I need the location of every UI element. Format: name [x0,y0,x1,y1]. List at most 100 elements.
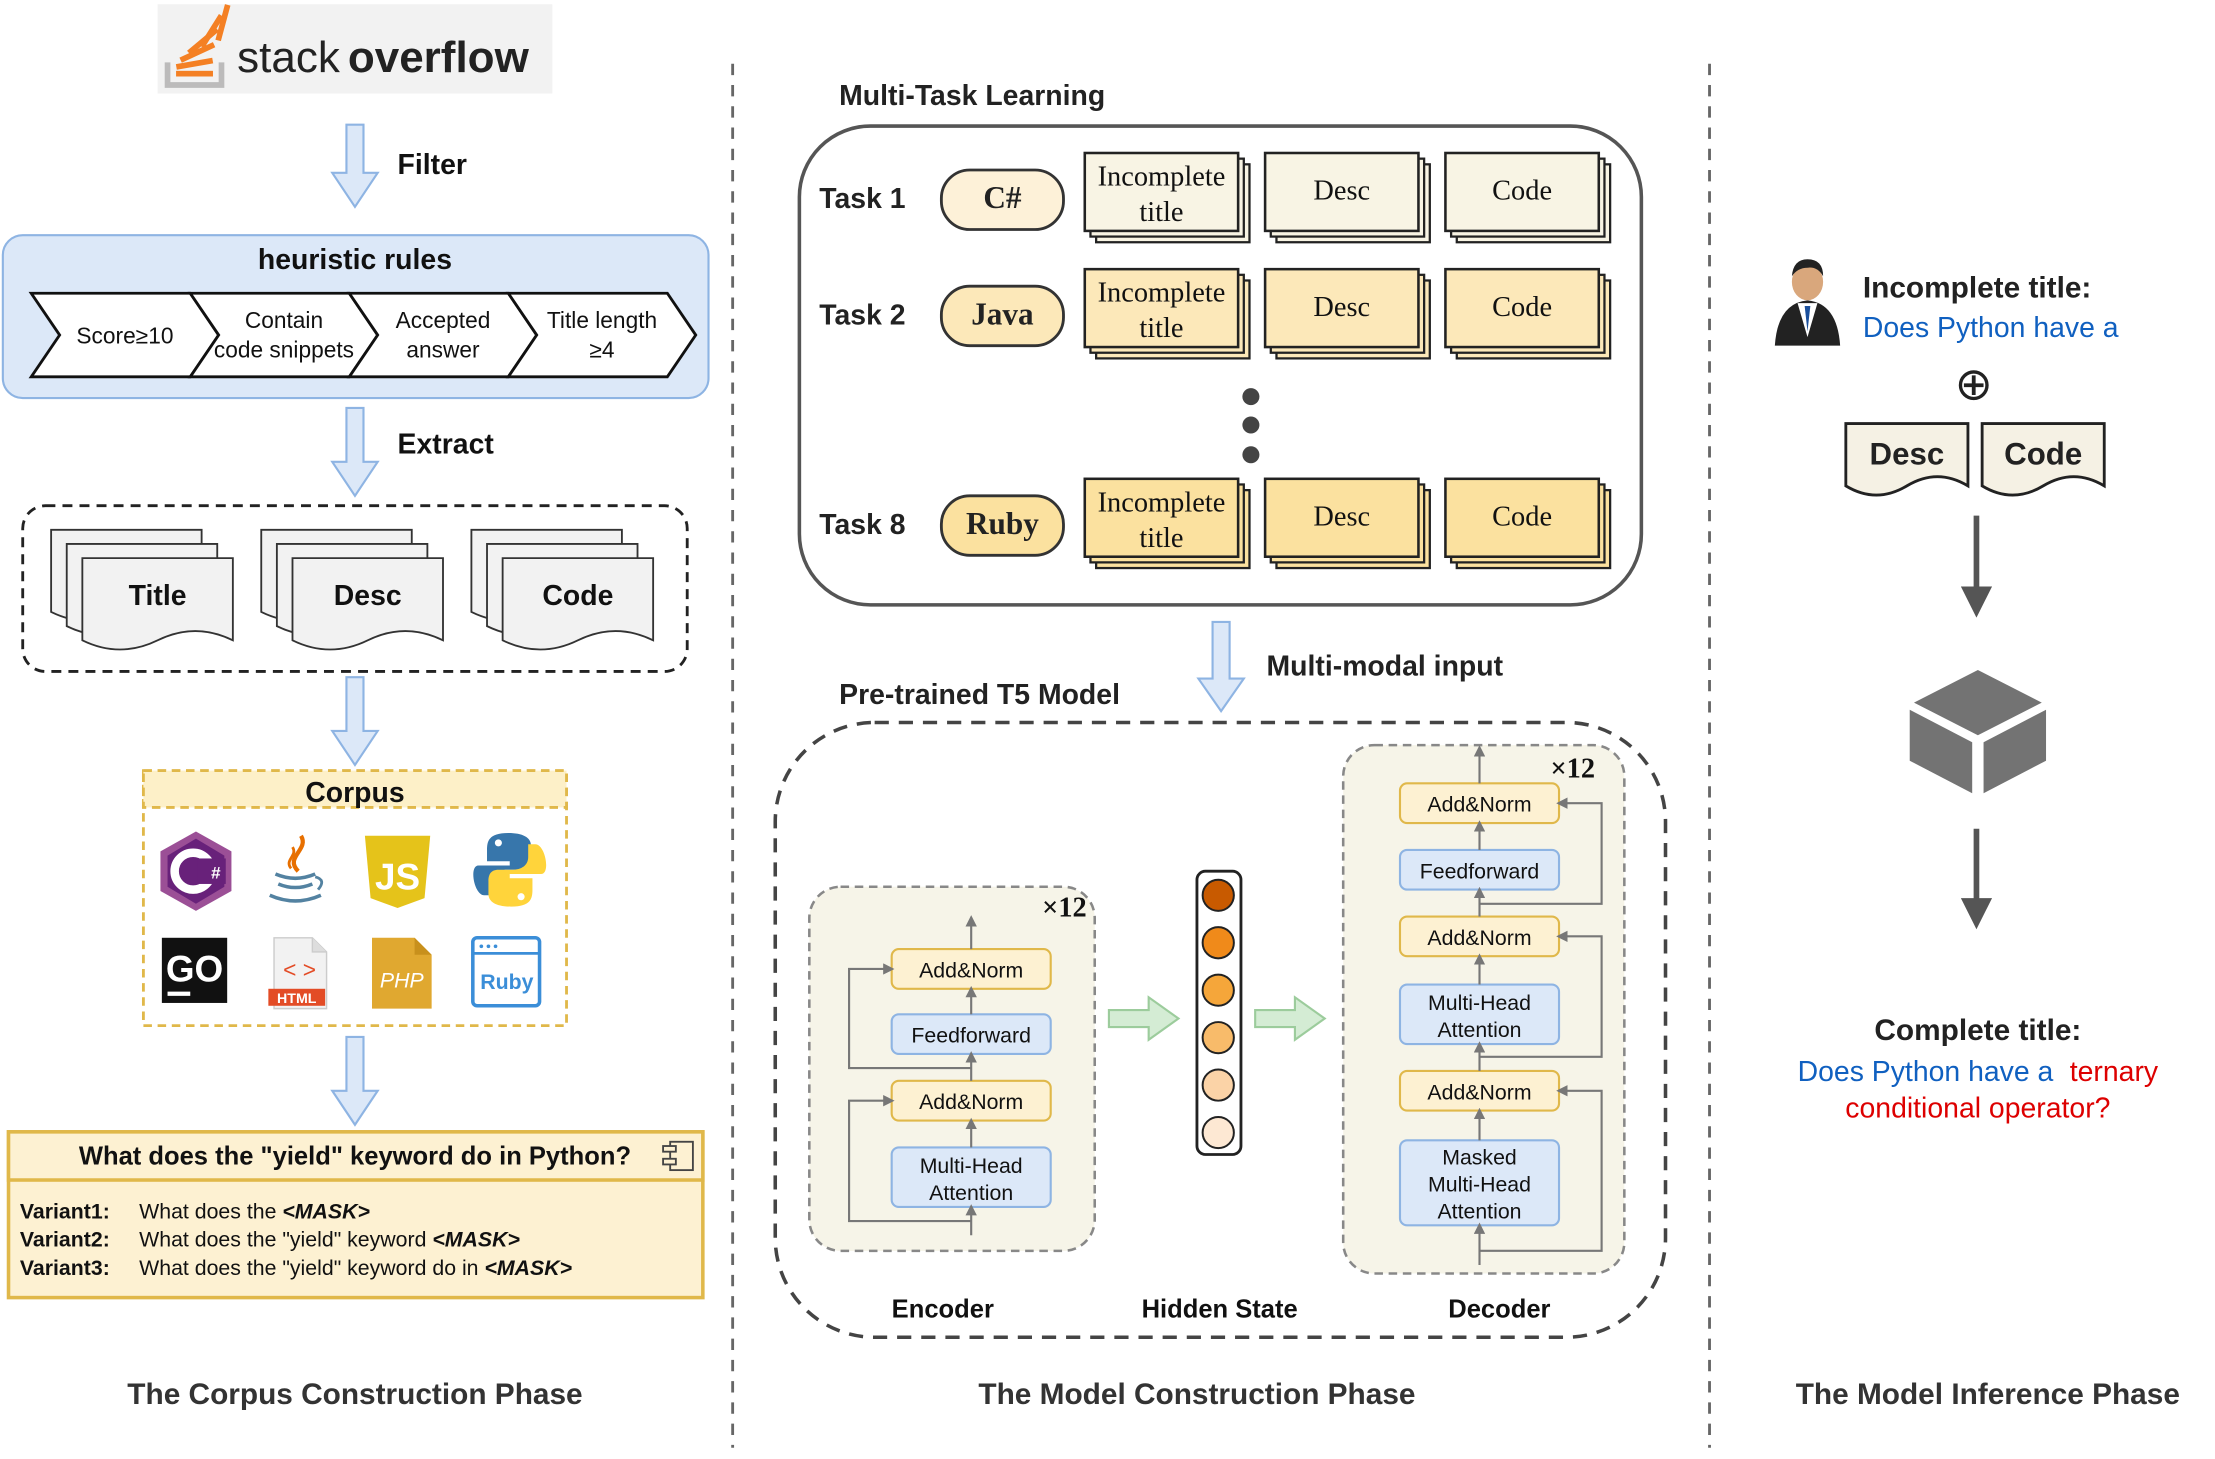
component-icon [662,1140,694,1172]
js-icon-text: JS [375,857,420,898]
filter-arrow [330,123,380,209]
doc-label: Desc [334,580,402,612]
layer-block: Feedforward [1398,848,1561,891]
enc-to-hidden-arrow [1107,995,1181,1042]
layer-text: Add&Norm [919,958,1023,982]
extracted-fields-box [21,504,689,673]
layer-text: Multi-Head [1428,1172,1531,1196]
model-phase-label: The Model Construction Phase [978,1378,1415,1411]
field-card [1083,477,1240,558]
hidden-to-dec-arrow [1254,995,1327,1042]
hidden-label: Hidden State [1142,1295,1298,1323]
field-label: Incomplete [1098,162,1226,193]
field-card [1263,477,1420,558]
task-lang: Ruby [966,506,1039,541]
hidden-state-cell [1201,1021,1235,1055]
multimodal-arrow [1196,620,1246,713]
decoder-repeat: ×12 [1550,754,1595,785]
layer-block: Add&Norm [890,1079,1052,1122]
complete-suffix2: conditional operator? [1845,1093,2110,1125]
field-label: Code [1492,292,1552,323]
task-label: Task 8 [819,509,905,541]
rule-text: answer [406,337,480,363]
rule-chevron [346,291,539,379]
layer-text: Add&Norm [1427,1080,1531,1104]
field-label: Incomplete [1098,487,1226,518]
php-icon: PHP [372,937,432,1009]
doc-stack: Desc [260,528,444,651]
corpus-header [141,769,568,809]
corpus-box [141,769,568,1028]
residual-path [1479,1085,1603,1252]
ruby-icon-text: Ruby [480,970,533,994]
rule-chevron [187,291,380,379]
extract-label: Extract [398,428,495,460]
inference-phase: Incomplete title: Does Python have a ⊕ D… [1774,259,2180,1411]
layer-text: Attention [1437,1199,1521,1223]
logo-text-light: stack [237,33,341,82]
residual-path [1479,797,1603,905]
task-lang: C# [983,180,1022,215]
extracted-docs: Title Desc Code [50,528,655,651]
variant-body: What does the [139,1199,282,1223]
doc-page [81,557,234,651]
corpus-title: Corpus [305,777,404,809]
variant-body: What does the "yield" keyword [139,1228,432,1252]
mtl-box [797,124,1644,607]
layer-text: Masked [1442,1145,1517,1169]
heuristic-title: heuristic rules [258,244,452,276]
task-lang-pill [939,168,1065,231]
rule-text: code snippets [214,337,354,363]
t5-box [773,720,1668,1340]
field-label: Desc [1313,502,1370,533]
inference-doc: Desc [1844,422,1970,497]
inference-doc-shape [1844,422,1970,497]
doc-label: Code [542,580,613,612]
encoder-label: Encoder [892,1295,994,1323]
layer-text: Attention [929,1181,1013,1205]
field-card [1444,267,1601,349]
inference-doc-shape [1980,422,2106,497]
layer-block: Add&Norm [890,948,1052,990]
complete-title-line1: Does Python have a ternary [1798,1056,2159,1088]
example-question: What does the "yield" keyword do in Pyth… [79,1142,631,1170]
hidden-state-cell [1201,878,1235,912]
task-lang-pill [939,494,1065,557]
layer-block: Add&Norm [1398,1069,1561,1112]
inference-doc-label: Code [2004,437,2082,472]
layer-text: Multi-Head [920,1154,1023,1178]
doc-page [291,557,444,651]
layer-block: Feedforward [890,1013,1052,1056]
variant-text: What does the "yield" keyword <MASK> [139,1228,520,1252]
csharp-icon: # [160,831,232,911]
csharp-icon-hash: # [211,863,221,882]
complete-label: Complete title: [1874,1014,2081,1047]
doc-stack: Title [50,528,234,651]
task-lang: Java [971,296,1034,331]
field-card [1444,151,1601,233]
example-header [6,1130,705,1182]
corpus-arrow [330,676,380,767]
layer-block: Add&Norm [1398,915,1561,958]
variant-text: What does the <MASK> [139,1199,370,1223]
variant-mask: <MASK> [282,1199,370,1223]
encoder-blocks: Add&NormFeedforwardAdd&NormMulti-HeadAtt… [848,915,1052,1236]
layer-text: Feedforward [1420,859,1540,883]
encoder-repeat: ×12 [1042,893,1087,924]
layer-text: Attention [1437,1018,1521,1042]
javascript-icon: JS [364,835,431,909]
variant-mask: <MASK> [432,1228,520,1252]
incomplete-text: Does Python have a [1863,312,2119,344]
user-avatar-icon [1774,259,1841,346]
layer-text: Multi-Head [1428,991,1531,1015]
inference-phase-label: The Model Inference Phase [1796,1378,2180,1411]
field-label: Desc [1313,176,1370,207]
variant-label: Variant3: [20,1256,110,1280]
doc-label: Title [129,580,187,612]
variant-label: Variant2: [20,1228,110,1252]
